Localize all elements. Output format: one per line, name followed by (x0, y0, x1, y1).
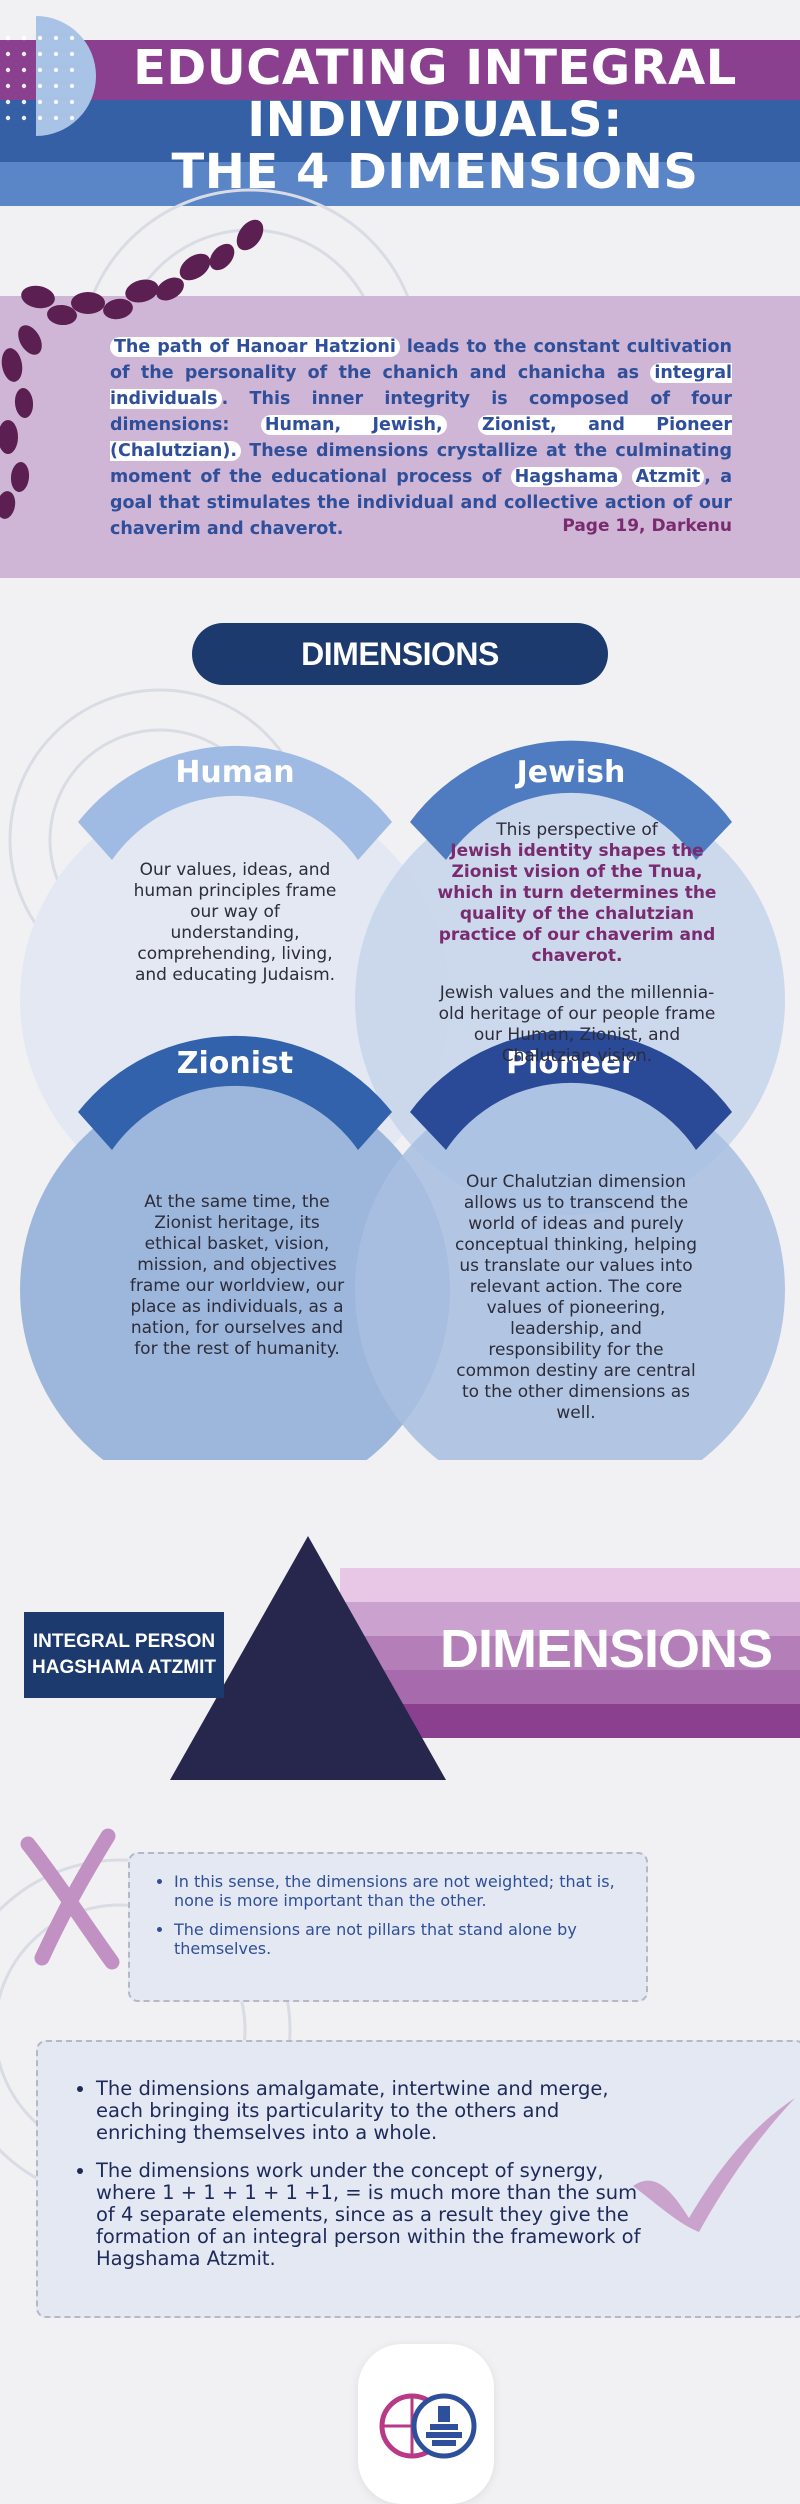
title-human: Human (175, 755, 294, 790)
banner-zionist (78, 1035, 392, 1150)
decor-dot (53, 35, 59, 41)
triangle-shape (170, 1536, 446, 1780)
quote-segment: . This inner integrity is composed of fo… (110, 389, 732, 435)
quote-segment (622, 467, 631, 487)
decor-dot (21, 35, 27, 41)
note-box-top: In this sense, the dimensions are not we… (128, 1852, 648, 2002)
quote-highlight: Human, Jewish, (260, 415, 447, 435)
stripe-2 (340, 1602, 800, 1636)
header-band-blue (0, 100, 800, 162)
note-top-item: The dimensions are not pillars that stan… (174, 1920, 626, 1958)
decor-dot (5, 115, 11, 121)
integral-graphic (170, 1536, 800, 1780)
quote-segment: These dimensions crystallize at the culm… (110, 441, 732, 487)
banner-pioneer (410, 1030, 732, 1150)
decor-dot (37, 35, 43, 41)
header-band-purple (0, 40, 800, 100)
jewish-emphasis: Jewish identity shapes the Zionist visio… (437, 841, 717, 966)
decor-dot (37, 99, 43, 105)
circle-human-text: Our values, ideas, and human principles … (133, 860, 337, 985)
decor-dot (21, 99, 27, 105)
footprints-icon (0, 219, 264, 519)
header-band-lightblue (0, 162, 800, 206)
quote-segment: leads to the constant cultivation of the… (110, 337, 732, 383)
logo-emblem-icon (379, 2393, 477, 2459)
decor-dot (21, 115, 27, 121)
decor-dot (5, 99, 11, 105)
decor-dot (21, 51, 27, 57)
note-bottom-item: The dimensions amalgamate, intertwine an… (96, 2078, 654, 2144)
circle-zionist (20, 1075, 450, 1460)
decor-dot (53, 99, 59, 105)
jewish-intro: This perspective of (496, 820, 658, 840)
dimensions-venn: Human Jewish Zionist Pioneer (20, 740, 785, 1460)
title-jewish: Jewish (515, 755, 626, 790)
decor-dot (69, 83, 75, 89)
banner-jewish (410, 740, 732, 860)
stripe-4 (340, 1670, 800, 1704)
quote-highlight: The path of Hanoar Hatzioni (110, 337, 400, 357)
stripe-1 (340, 1568, 800, 1602)
dimensions-heading: DIMENSIONS (192, 623, 608, 685)
decor-dot (69, 67, 75, 73)
decor-dot (37, 83, 43, 89)
circle-pioneer (355, 1075, 785, 1460)
decor-dot (37, 51, 43, 57)
logo-card (358, 2344, 494, 2504)
decor-dot (53, 67, 59, 73)
decor-dot (69, 115, 75, 121)
decor-dot (69, 99, 75, 105)
decor-dot (37, 115, 43, 121)
decor-dot (5, 51, 11, 57)
quote-highlight: Hagshama (510, 467, 623, 487)
decor-dot (5, 67, 11, 73)
circle-jewish-text: This perspective of Jewish identity shap… (432, 820, 722, 1067)
jewish-body: Jewish values and the millennia-old heri… (438, 983, 716, 1066)
decor-dot (53, 51, 59, 57)
quote-highlight: Atzmit (631, 467, 705, 487)
stripe-3 (340, 1636, 800, 1670)
decor-dot (5, 83, 11, 89)
quote-text: The path of Hanoar Hatzioni leads to the… (110, 334, 732, 542)
decor-dot (69, 35, 75, 41)
check-mark-icon (633, 2098, 795, 2232)
integral-line-2: HAGSHAMA ATZMIT (32, 1657, 216, 1678)
decor-dot (53, 115, 59, 121)
cross-mark-icon (20, 1828, 120, 1970)
decor-dot (21, 83, 27, 89)
note-bottom-item: The dimensions work under the concept of… (96, 2160, 654, 2270)
note-top-item: In this sense, the dimensions are not we… (174, 1872, 626, 1910)
decor-dot (5, 35, 11, 41)
title-zionist: Zionist (177, 1046, 293, 1081)
title-line-2: INDIVIDUALS: (247, 92, 623, 148)
page-title: EDUCATING INTEGRAL INDIVIDUALS: THE 4 DI… (90, 42, 780, 198)
quote-segment: , a goal that stimulates the individual … (110, 467, 733, 539)
decor-dot (53, 83, 59, 89)
quote-segment (447, 415, 478, 435)
note-box-bottom: The dimensions amalgamate, intertwine an… (36, 2040, 800, 2318)
decor-dot (37, 67, 43, 73)
header-dots-decoration (5, 16, 96, 136)
quote-source: Page 19, Darkenu (562, 516, 732, 536)
integral-line-1: INTEGRAL PERSON (32, 1631, 216, 1652)
title-line-1: EDUCATING INTEGRAL (133, 40, 737, 96)
circle-pioneer-text: Our Chalutzian dimension allows us to tr… (454, 1172, 698, 1423)
decor-dot (21, 67, 27, 73)
dimensions-big-label: DIMENSIONS (440, 1619, 773, 1679)
title-pioneer: Pioneer (506, 1046, 636, 1081)
integral-person-label: INTEGRAL PERSON HAGSHAMA ATZMIT (24, 1612, 224, 1698)
decor-dot (69, 51, 75, 57)
circle-zionist-text: At the same time, the Zionist heritage, … (129, 1192, 345, 1359)
banner-human (78, 745, 392, 860)
